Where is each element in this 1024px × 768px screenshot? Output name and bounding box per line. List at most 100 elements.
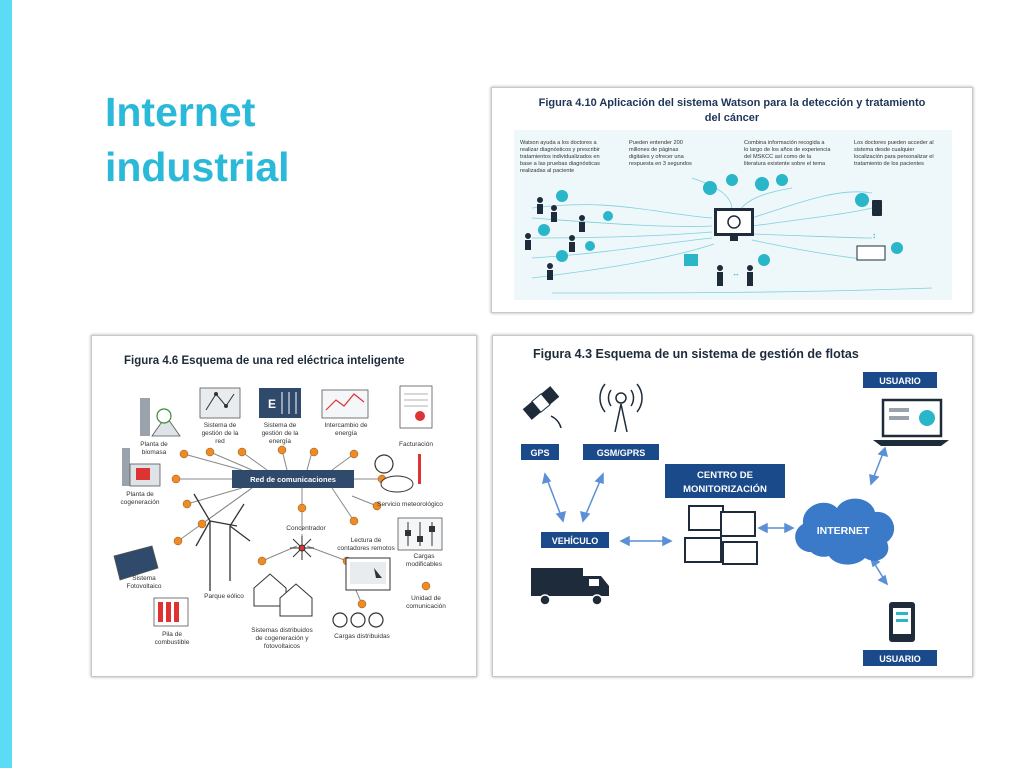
fuel-cell-icon [153,597,189,627]
label-weather: Servicio meteorológico [377,501,443,508]
gps-label-box [521,444,559,460]
watson-col4-line: tratamiento de los pacientes [854,161,924,167]
watson-col2-line: digitales y ofrecer una [629,154,685,160]
label-fuel-cell: combustible [155,639,190,646]
label-energy-mgmt: Sistema de [264,422,297,429]
remote-meter-icon [345,557,391,591]
label-adjustable-loads: Cargas [414,553,436,560]
grid-labels: Planta de biomasa Sistema de gestión de … [120,422,446,650]
clinical-icon [538,174,903,266]
watson-col4-line: Los doctores pueden acceder al [854,140,934,146]
slide-title-line1: Internet [105,89,256,135]
label-energy-exchange: Intercambio de [325,422,368,429]
grid-comm-nodes [171,445,431,609]
fleet-diagram: Figura 4.3 Esquema de un sistema de gest… [493,336,972,676]
swap-arrow-icon: ↔ [732,269,740,278]
watson-col2-line: respuesta en 3 segundos [629,161,692,167]
watson-col2-line: Pueden entender 200 [629,140,683,146]
grid-title: Figura 4.6 Esquema de una red eléctrica … [124,355,405,367]
label-comm-unit: Unidad de [411,595,441,602]
smart-grid-figure-panel: Figura 4.6 Esquema de una red eléctrica … [91,335,477,677]
watson-title-line2: del cáncer [705,112,760,124]
comm-node [349,516,359,526]
label-photovoltaic: Fotovoltaico [126,583,161,590]
phone-icon [684,200,886,266]
label-distributed-loads: Cargas distribuidas [334,633,390,640]
slide-title: Internet industrial [105,85,445,195]
wind-turbine-icon [193,493,251,591]
watson-col4-line: localización para personalizar el [854,154,934,160]
label-comm-unit: comunicación [406,603,446,610]
comm-node [179,449,189,459]
vehicle-label-box [541,532,609,548]
user-bottom-label: USUARIO [879,654,921,664]
user-top-label-box [863,372,937,388]
gsm-label-box [583,444,659,460]
label-remote-meters: Lectura de [351,537,382,544]
monitors-icon [684,505,758,565]
solar-panel-icon [113,545,159,581]
antenna-icon [599,383,643,433]
monitoring-center-label-line1: CENTRO DE [697,470,753,481]
label-wind-park: Parque eólico [204,593,244,600]
adjustable-loads-icon [397,517,443,551]
comm-node [372,501,382,511]
label-photovoltaic: Sistema [132,575,156,582]
energy-exchange-icon [321,389,369,419]
grid-hub-box [232,470,354,488]
cogeneration-plant-icon [122,448,161,487]
comm-node [277,445,287,455]
svg-text:E: E [268,397,276,411]
watson-col1-line: base a las pruebas diagnósticas [520,161,600,167]
label-cogeneration: cogeneración [120,499,159,506]
label-cogeneration: Planta de [126,491,154,498]
comm-node [237,447,247,457]
watson-diagram: Figura 4.10 Aplicación del sistema Watso… [492,88,972,312]
slide-title-line2: industrial [105,144,290,190]
internet-label: INTERNET [817,525,870,537]
comm-node [257,556,267,566]
label-energy-mgmt: energía [269,438,291,445]
weather-icon [374,454,421,493]
tablet-icon [889,602,915,642]
label-network-mgmt: gestión de la [202,430,239,437]
monitoring-center-label-box [665,464,785,498]
watson-col1-line: realizar diagnósticos y prescribir [520,147,600,153]
watson-col3: Combina información recogida a lo largo … [744,140,831,167]
label-network-mgmt: Sistema de [204,422,237,429]
comm-node [349,449,359,459]
label-network-mgmt: red [215,438,225,445]
comm-node [182,499,192,509]
accent-bar [0,0,12,768]
label-distributed-systems: Sistemas distribuidos [251,627,313,634]
label-biomass: Planta de [140,441,168,448]
vehicle-label: VEHÍCULO [552,536,599,546]
watson-col1-line: tratamientos individualizados en [520,154,600,160]
watson-figure-panel: Figura 4.10 Aplicación del sistema Watso… [491,87,973,313]
energy-management-icon: E [259,388,301,418]
watson-title-line1: Figura 4.10 Aplicación del sistema Watso… [539,97,926,109]
laptop-icon [873,398,949,446]
watson-col3-line: Combina información recogida a [744,140,825,146]
comm-node [309,447,319,457]
biomass-plant-icon [140,398,181,437]
comm-node [173,536,183,546]
label-remote-meters: contadores remotos [337,545,395,552]
updown-arrow-icon: ↕ [872,231,876,240]
internet-cloud-icon: INTERNET [795,498,895,565]
watson-people: ↕ ↔ [525,174,903,286]
watson-col3-line: literatura existente sobre el tema [744,161,826,167]
truck-icon [531,568,609,606]
label-billing: Facturación [399,441,433,448]
billing-icon [399,385,433,429]
label-distributed-systems: fotovoltaicos [264,643,301,650]
grid-hub-label: Red de comunicaciones [250,475,336,484]
label-energy-exchange: energía [335,430,357,437]
fleet-title: Figura 4.3 Esquema de un sistema de gest… [533,347,859,361]
network-management-icon [199,387,241,419]
watson-col2-line: millones de páginas [629,147,679,153]
person-icon [525,197,753,286]
user-top-label: USUARIO [879,376,921,386]
gps-label: GPS [530,448,549,458]
comm-node [171,474,181,484]
